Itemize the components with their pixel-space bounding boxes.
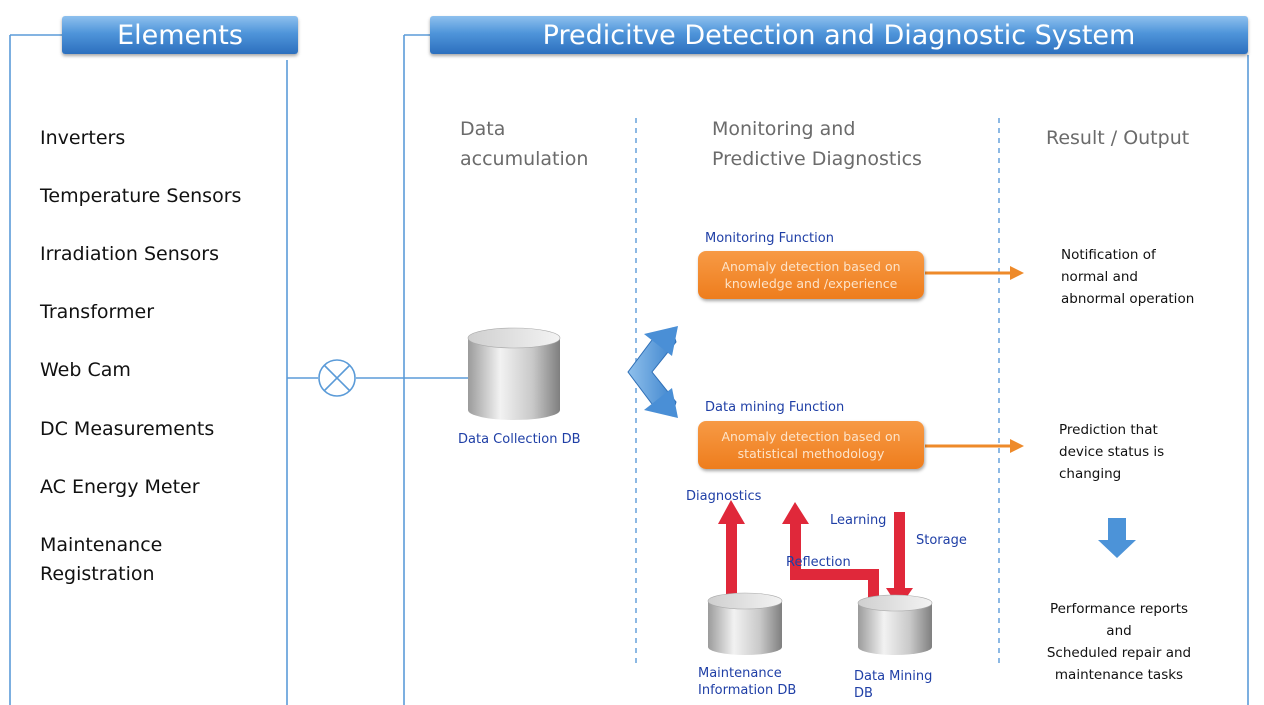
element-maintenance: Maintenance	[40, 534, 163, 556]
prediction-output: Prediction that device status is changin…	[1059, 422, 1165, 482]
monitoring-function-box: Anomaly detection based on knowledge and…	[698, 251, 924, 299]
column-monitoring: Monitoring and Predictive Diagnostics	[712, 118, 922, 170]
element-dc-measurements: DC Measurements	[40, 418, 215, 440]
column-dividers	[635, 118, 1000, 665]
data-collection-db-icon	[467, 327, 561, 420]
orange-arrows	[925, 266, 1024, 453]
notification-output: Notification of normal and abnormal oper…	[1061, 247, 1195, 307]
system-banner: Predicitve Detection and Diagnostic Syst…	[430, 16, 1248, 54]
element-transformer: Transformer	[40, 301, 155, 323]
down-arrow-icon	[1098, 518, 1136, 558]
elements-panel-frame	[9, 34, 288, 705]
element-registration: Registration	[40, 563, 155, 585]
elements-banner: Elements	[62, 16, 298, 54]
data-collection-db-label: Data Collection DB	[458, 432, 581, 447]
chevron-lower-head	[644, 388, 678, 418]
system-title: Predicitve Detection and Diagnostic Syst…	[542, 19, 1136, 51]
data-mining-db-label: Data Mining DB	[854, 669, 933, 701]
element-web-cam: Web Cam	[40, 359, 131, 381]
element-inverters: Inverters	[40, 127, 126, 149]
element-temperature-sensors: Temperature Sensors	[40, 185, 242, 207]
column-data-accumulation: Data accumulation	[460, 118, 589, 170]
data-mining-function-label: Data mining Function	[705, 400, 845, 415]
maintenance-db-icon	[707, 592, 783, 655]
reports-output: Performance reports and Scheduled repair…	[1046, 601, 1192, 683]
storage-label: Storage	[916, 533, 967, 548]
elements-title: Elements	[117, 19, 243, 51]
monitoring-function-label: Monitoring Function	[705, 231, 834, 246]
element-irradiation-sensors: Irradiation Sensors	[40, 243, 219, 265]
column-result: Result / Output	[1046, 127, 1190, 149]
element-ac-energy-meter: AC Energy Meter	[40, 476, 200, 498]
diagnostics-label: Diagnostics	[686, 489, 762, 504]
data-mining-function-box: Anomaly detection based on statistical m…	[698, 421, 924, 469]
learning-label: Learning	[830, 513, 887, 528]
maintenance-db-label: Maintenance Information DB	[698, 666, 797, 698]
connector	[287, 359, 470, 397]
reflection-label: Reflection	[786, 555, 851, 570]
system-panel-frame	[403, 34, 1249, 705]
chevron-upper-head	[644, 326, 678, 356]
data-mining-db-icon	[857, 594, 933, 655]
